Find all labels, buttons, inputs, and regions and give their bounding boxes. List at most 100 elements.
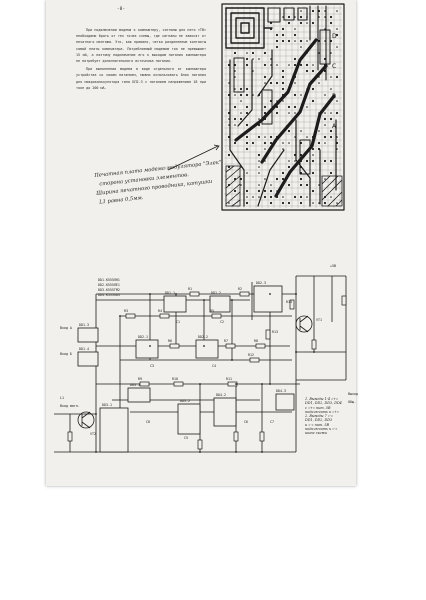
pcb-pad: [240, 136, 242, 138]
pcb-pad: [299, 171, 303, 175]
pcb-pad: [323, 195, 327, 199]
pcb-pad: [311, 87, 315, 91]
pcb-pad: [227, 135, 231, 139]
pcb-pad: [233, 117, 237, 121]
pcb-pad: [306, 106, 308, 108]
pcb-pad: [264, 178, 266, 180]
pcb-pad: [270, 64, 272, 66]
resistor-symbol: [249, 357, 260, 363]
pcb-pad: [233, 51, 237, 55]
pcb-pad: [311, 69, 315, 73]
pcb-pad: [293, 57, 297, 61]
pcb-pad: [305, 63, 309, 67]
pcb-pad: [293, 33, 297, 37]
pcb-pad: [228, 124, 230, 126]
pcb-pad: [251, 141, 255, 145]
pcb-pad: [336, 28, 338, 30]
resistor-symbol: [173, 381, 184, 387]
junction-dot: [199, 383, 201, 385]
caption-pointer-line: [167, 145, 219, 171]
chip-label-dd1-1: DD1.1: [165, 291, 175, 295]
pcb-pad: [336, 202, 338, 204]
component-label: Выход: [348, 392, 358, 396]
pcb-pad: [318, 202, 320, 204]
pcb-pad: [228, 118, 230, 120]
pcb-pad: [293, 63, 297, 67]
pcb-pad: [287, 129, 291, 133]
pcb-pad: [275, 39, 279, 43]
chip-label-dd1-3: DD1.3: [79, 323, 89, 327]
pcb-pad: [317, 141, 321, 145]
pcb-pad: [318, 52, 320, 54]
pcb-pad: [246, 196, 248, 198]
resistor-symbol: [225, 343, 236, 349]
chip-label-dd2-3: DD2.3: [256, 281, 266, 285]
pcb-pad: [329, 39, 333, 43]
pcb-row-label: B: [332, 93, 336, 100]
pcb-pad: [294, 112, 296, 114]
pcb-pad: [294, 136, 296, 138]
component-label: C3: [150, 364, 154, 368]
pcb-pad: [282, 196, 284, 198]
note-line: подключить к «+»: [305, 409, 340, 414]
pcb-pad: [245, 189, 249, 193]
pcb-pad: [299, 165, 303, 169]
junction-dot: [269, 383, 271, 385]
pcb-pad: [257, 153, 261, 157]
input-label-mag: Вход магн.: [60, 404, 80, 408]
chip-dd1-1: [163, 295, 187, 313]
pcb-pad: [269, 189, 273, 193]
pcb-pad: [336, 46, 338, 48]
pcb-pad: [239, 177, 243, 181]
resistor-symbol: [169, 343, 180, 349]
pcb-pad: [245, 93, 249, 97]
junction-dot: [199, 451, 201, 453]
pcb-pad: [299, 183, 303, 187]
pcb-pad: [275, 111, 279, 115]
pcb-pad: [288, 64, 290, 66]
pcb-pad: [323, 159, 327, 163]
pcb-pad: [263, 75, 267, 79]
component-label: R10: [172, 377, 178, 381]
chip-dd2-2: [195, 339, 219, 359]
pcb-pad: [282, 100, 284, 102]
junction-dot: [175, 293, 177, 295]
pcb-pad: [318, 16, 320, 18]
pcb-pad: [227, 165, 231, 169]
pcb-pad: [329, 15, 333, 19]
pcb-pad: [336, 136, 338, 138]
note-line: 1. Выводы 1-4 «+»: [305, 397, 339, 401]
chip-label-dd2-1: DD2.1: [138, 335, 148, 339]
pcb-pad: [293, 153, 297, 157]
pcb-pad: [305, 183, 309, 187]
pcb-pad: [293, 75, 297, 79]
chip-label-dd1-2: DD1.2: [211, 291, 221, 295]
component-label: R9: [138, 377, 142, 381]
pcb-pad: [281, 87, 285, 91]
pcb-pad: [312, 154, 314, 156]
note-line: подключить к «-»: [305, 427, 338, 432]
pcb-pad: [330, 88, 332, 90]
component-label: Общ.: [348, 400, 356, 404]
pcb-pad: [245, 141, 249, 145]
pcb-pad: [275, 105, 279, 109]
page-number: -8-: [116, 7, 126, 12]
pcb-pad: [299, 39, 303, 43]
pcb-pad: [324, 178, 326, 180]
chip-dd2-3: [253, 285, 283, 313]
component-label: R14: [286, 300, 292, 304]
pcb-pad: [240, 100, 242, 102]
pcb-pad: [281, 171, 285, 175]
pcb-pad: [287, 183, 291, 187]
pcb-pad: [293, 93, 297, 97]
junction-dot: [261, 451, 263, 453]
pcb-pad: [335, 75, 339, 79]
pcb-pad: [258, 172, 260, 174]
pcb-pad: [305, 69, 309, 73]
pcb-pad: [306, 88, 308, 90]
pcb-pad: [288, 142, 290, 144]
pcb-pad: [311, 9, 315, 13]
pcb-pad: [311, 171, 315, 175]
